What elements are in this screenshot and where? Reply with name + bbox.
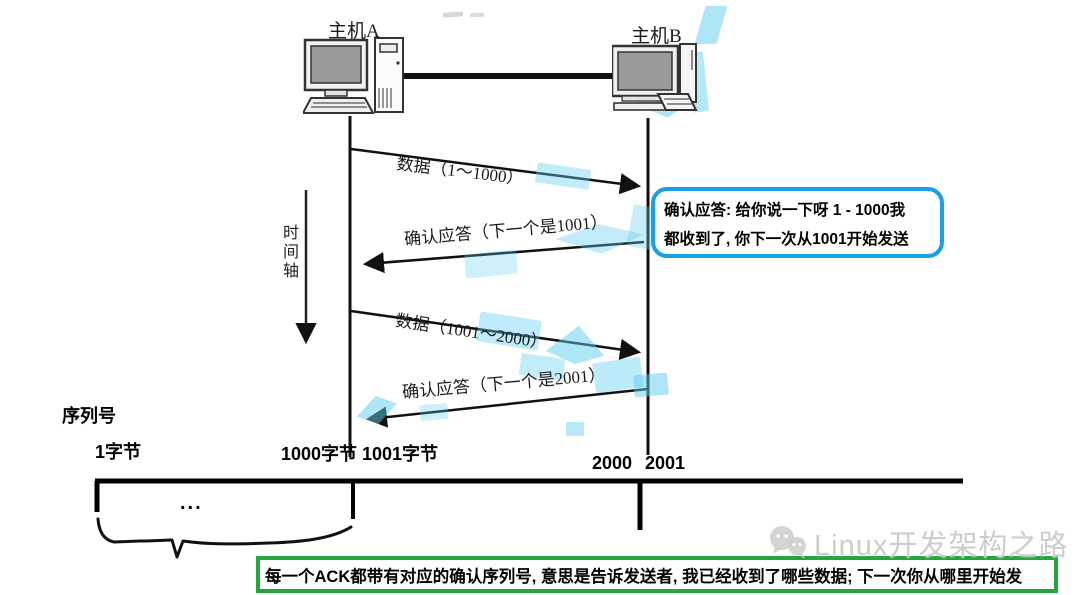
hand-drawn-brace (96, 517, 353, 559)
axis-ellipsis: ... (180, 492, 203, 514)
time-axis-label: 时间轴 (280, 224, 297, 281)
byte-label-1: 1字节 (95, 442, 142, 462)
number-label-2001: 2001 (645, 453, 686, 473)
highlight-smudge (463, 249, 519, 279)
host-b-label: 主机B (631, 26, 682, 47)
highlight-smudge (694, 6, 728, 44)
host-a-label: 主机A (328, 21, 380, 42)
highlight-smudge (419, 402, 449, 422)
message-label-ack-2: 确认应答（下一个是2001） (401, 365, 607, 402)
byte-label-1000: 1000字节 (281, 444, 358, 464)
highlight-smudge (353, 391, 401, 428)
message-label-data-1: 数据（1～1000） (395, 154, 525, 189)
gray-smudge (442, 11, 464, 18)
gray-smudge (469, 12, 485, 18)
ack-note-text: 每一个ACK都带有对应的确认序列号, 意思是告诉发送者, 我已经收到了哪些数据;… (265, 567, 1023, 586)
host-b-computer-icon (612, 42, 698, 114)
highlight-smudge (566, 422, 584, 436)
byte-label-1001: 1001字节 (362, 444, 439, 464)
ack-explanation-callout: 确认应答: 给你说一下呀 1 - 1000我 都收到了, 你下一次从1001开始… (651, 187, 944, 258)
highlight-smudge (534, 162, 592, 190)
callout-line-1: 确认应答: 给你说一下呀 1 - 1000我 (664, 202, 906, 219)
callout-line-2: 都收到了, 你下一次从1001开始发送 (664, 230, 909, 248)
ack-note-box: 每一个ACK都带有对应的确认序列号, 意思是告诉发送者, 我已经收到了哪些数据;… (256, 556, 1058, 593)
host-a-computer-icon (303, 36, 405, 116)
number-label-2000: 2000 (592, 453, 633, 473)
message-label-ack-1: 确认应答（下一个是1001） (403, 212, 609, 249)
message-label-data-2: 数据（1001～2000） (394, 311, 549, 353)
sequence-axis-title: 序列号 (62, 406, 116, 426)
highlight-smudge (633, 372, 669, 398)
